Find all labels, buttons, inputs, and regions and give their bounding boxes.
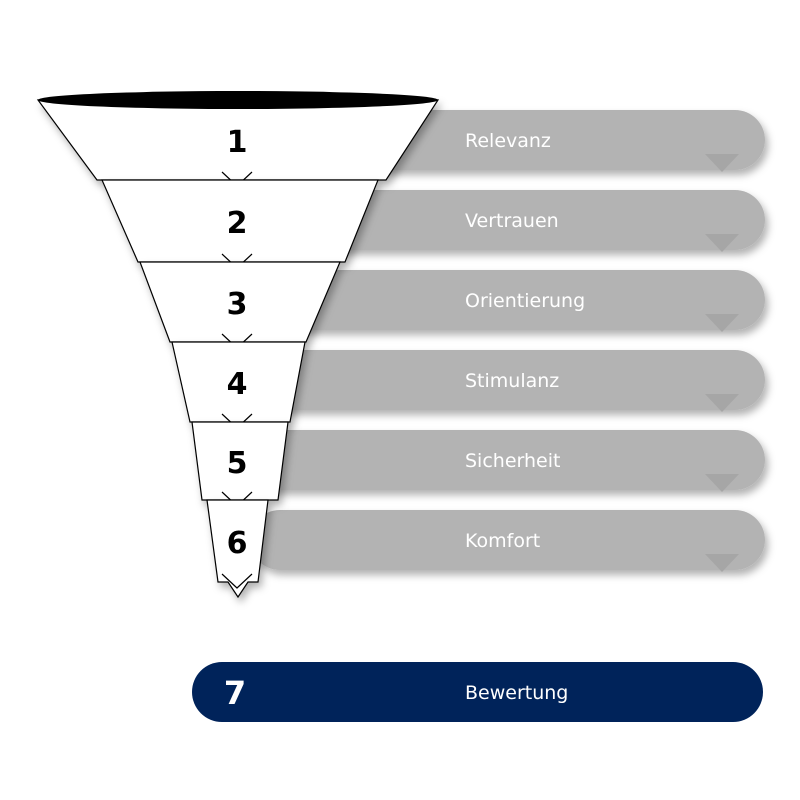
chevron-down-icon — [705, 394, 739, 412]
chevron-down-icon — [705, 234, 739, 252]
step-bar-shape — [250, 510, 765, 570]
step-bar-3: Orientierung — [250, 270, 765, 332]
funnel-segment-6: 6 — [206, 499, 269, 599]
funnel-segment-3: 3 — [139, 261, 341, 349]
step-bar-5: Sicherheit — [250, 430, 765, 492]
step-bar-shape — [250, 270, 765, 330]
chevron-down-icon — [221, 573, 253, 589]
funnel-segment-5: 5 — [191, 421, 289, 507]
chevron-down-icon — [705, 554, 739, 572]
step-label: Sicherheit — [465, 450, 560, 472]
funnel-segment-4: 4 — [171, 341, 306, 429]
step-number: 5 — [227, 446, 248, 481]
step-number: 2 — [227, 206, 248, 241]
step-number: 6 — [227, 526, 248, 561]
funnel-segment-shape — [171, 341, 306, 423]
funnel-segment-shape — [101, 179, 379, 263]
step-bar-shape — [250, 350, 765, 410]
step-bar-4: Stimulanz — [250, 350, 765, 412]
step-label: Komfort — [465, 530, 540, 552]
step-label: Stimulanz — [465, 370, 559, 392]
funnel-segment-1: 1 — [36, 99, 440, 187]
funnel-segment-2: 2 — [101, 179, 379, 269]
funnel-rim — [38, 91, 438, 109]
step-label: Relevanz — [465, 130, 551, 152]
step-bar-2: Vertrauen — [250, 190, 765, 252]
final-step-number: 7 — [224, 674, 246, 712]
step-label: Orientierung — [465, 290, 585, 312]
funnel-segment-shape — [139, 261, 341, 343]
final-step-bar: 7 Bewertung — [192, 662, 763, 722]
funnel-segment-shape — [191, 421, 289, 501]
step-number: 1 — [227, 125, 248, 160]
step-bar-shape — [250, 190, 765, 250]
final-bar-shape — [192, 662, 763, 722]
funnel-segment-shape — [206, 499, 269, 599]
step-bar-shape — [250, 430, 765, 490]
chevron-down-icon — [705, 154, 739, 172]
chevron-down-icon — [705, 314, 739, 332]
step-number: 4 — [227, 367, 248, 402]
step-bar-6: Komfort — [250, 510, 765, 572]
step-label: Vertrauen — [465, 210, 559, 232]
step-number: 3 — [227, 287, 248, 322]
final-step-label: Bewertung — [465, 682, 568, 704]
chevron-down-icon — [705, 474, 739, 492]
